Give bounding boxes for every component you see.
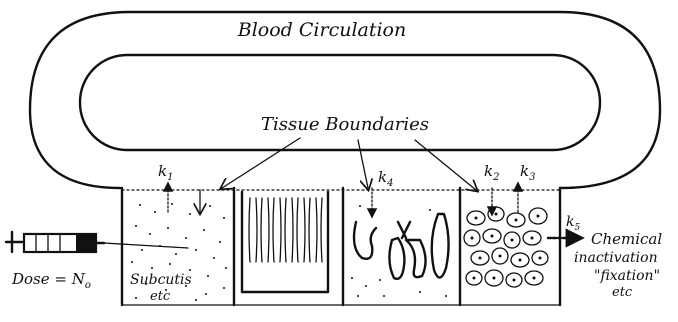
organs-sketch — [354, 214, 449, 279]
k3-label: k3 — [520, 162, 535, 183]
k4-label: k4 — [378, 168, 393, 189]
circulation-inner-wall — [80, 55, 600, 150]
dose-label: Dose = No — [11, 270, 91, 291]
k2-label: k2 — [484, 162, 499, 183]
syringe-icon — [6, 232, 188, 252]
capillary-lines — [249, 198, 322, 262]
tissue-arrow-left — [222, 138, 300, 188]
k1-label: k1 — [158, 162, 173, 183]
tissue-arrow-middle — [358, 140, 368, 188]
tissue-arrow-right — [415, 140, 476, 190]
blood-circulation-title: Blood Circulation — [237, 19, 407, 41]
k5-label: k5 — [566, 214, 580, 233]
subcutis-etc-label: etc — [150, 289, 171, 304]
fixation-label: "fixation" — [594, 268, 660, 284]
chemical-etc-label: etc — [612, 285, 633, 300]
tissue-boundaries-label: Tissue Boundaries — [261, 114, 429, 135]
subcutis-label: Subcutis — [130, 272, 192, 288]
chemical-label: Chemical — [591, 230, 662, 248]
inactivation-label: inactivation — [574, 250, 658, 266]
